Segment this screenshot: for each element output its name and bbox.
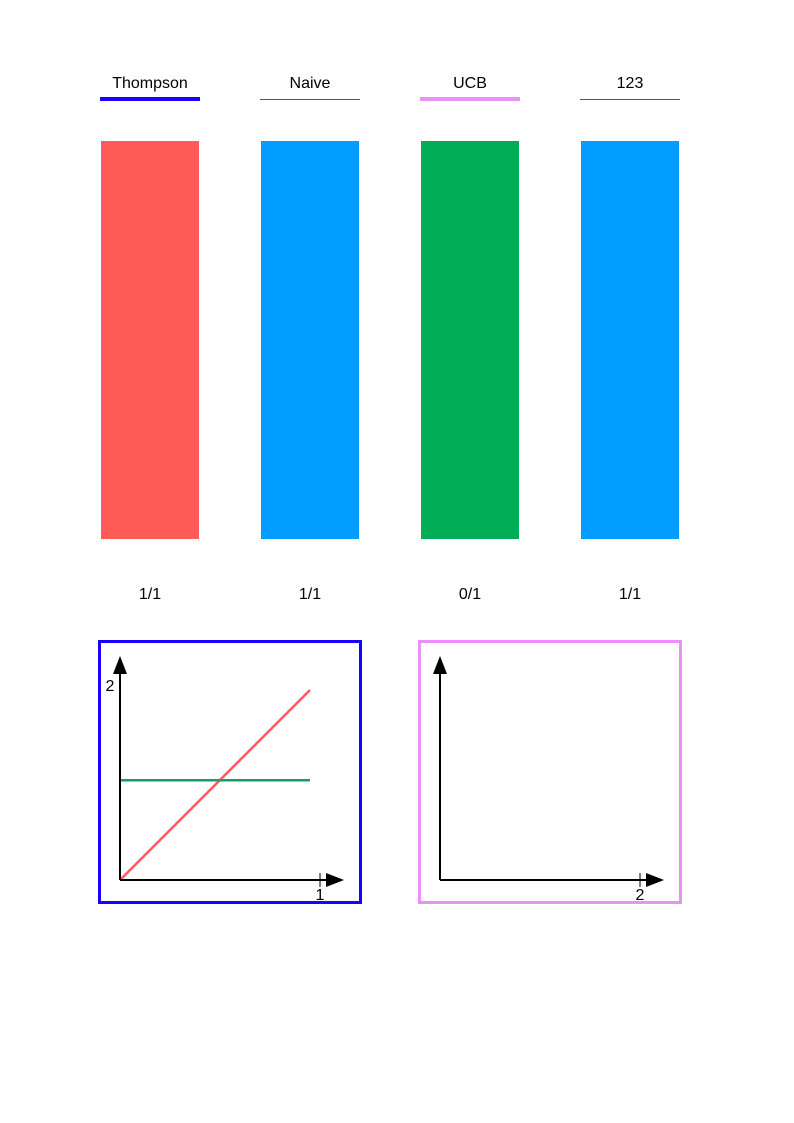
column-label-naive: Naive bbox=[289, 75, 331, 92]
column-underline bbox=[420, 97, 520, 101]
plot-frame-ucb bbox=[418, 640, 682, 904]
plot-line-0 bbox=[119, 689, 311, 881]
plot-ucb: 2 bbox=[433, 656, 664, 904]
column-underline bbox=[100, 97, 200, 101]
y-axis-arrow-icon bbox=[433, 656, 447, 674]
y-tick-label: 2 bbox=[106, 678, 115, 695]
plot-lines bbox=[119, 689, 311, 881]
score-ucb: 0/1 bbox=[458, 586, 482, 603]
score-thompson: 1/1 bbox=[138, 586, 162, 603]
plot-thompson: 1 2 bbox=[106, 656, 344, 904]
column-bar-123[interactable] bbox=[581, 141, 679, 539]
score-naive: 1/1 bbox=[298, 586, 322, 603]
column-bar-naive[interactable] bbox=[261, 141, 359, 539]
column-bar-thompson[interactable] bbox=[101, 141, 199, 539]
x-tick-label: 2 bbox=[636, 887, 645, 904]
column-label-thompson: Thompson bbox=[112, 75, 188, 92]
column-bar-ucb[interactable] bbox=[421, 141, 519, 539]
x-tick-label: 1 bbox=[316, 887, 325, 904]
plot-frame-thompson bbox=[98, 640, 362, 904]
x-axis-arrow-icon bbox=[646, 873, 664, 887]
column-label-ucb: UCB bbox=[453, 75, 487, 92]
score-123: 1/1 bbox=[618, 586, 642, 603]
column-label-123: 123 bbox=[616, 75, 644, 92]
x-axis-arrow-icon bbox=[326, 873, 344, 887]
y-axis-arrow-icon bbox=[113, 656, 127, 674]
column-underline bbox=[580, 99, 680, 100]
column-underline bbox=[260, 99, 360, 100]
